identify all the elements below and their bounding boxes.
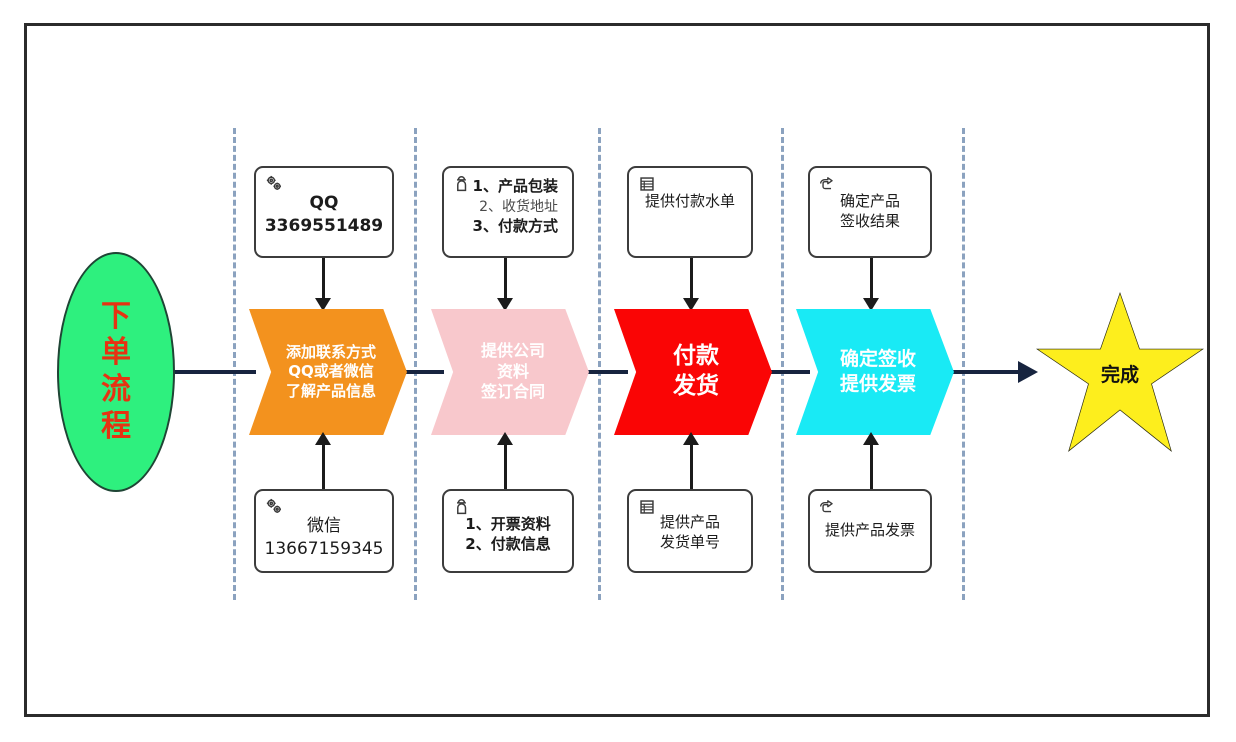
list-icon	[636, 173, 658, 195]
connector-note4bottom-to-chevron4	[870, 444, 873, 490]
arrowhead-note4top	[863, 298, 879, 311]
stage-chevron-2-label: 提供公司 资料 签订合同	[480, 340, 545, 402]
arrowhead-to-end	[1018, 361, 1038, 383]
note-stage2-top: 1、产品包装 2、收货地址 3、付款方式	[442, 166, 574, 258]
note-stage1-top: QQ 3369551489	[254, 166, 394, 258]
connector-note4top-to-chevron4	[870, 258, 873, 302]
note-stage1-bottom-text: 微信 13667159345	[264, 516, 384, 559]
note-stage2-bottom-text: 1、开票资料 2、付款信息	[465, 515, 551, 553]
connector-stage1-to-stage2	[398, 370, 444, 374]
gears-icon	[263, 496, 285, 518]
pointing-hand-icon	[817, 496, 839, 518]
pointing-hand-icon	[817, 173, 839, 195]
connector-stage4-to-end	[944, 370, 1020, 374]
arrowhead-note1bottom	[315, 432, 331, 445]
connector-stage3-to-stage4	[762, 370, 810, 374]
connector-stage2-to-stage3	[580, 370, 628, 374]
connector-start-to-stage1	[166, 370, 256, 374]
note-stage2-top-line3: 3、付款方式	[472, 216, 558, 235]
person-icon	[451, 173, 473, 195]
arrowhead-note2bottom	[497, 432, 513, 445]
end-node-label: 完成	[1100, 364, 1139, 386]
note-stage2-top-line2: 2、收货地址	[479, 198, 558, 215]
note-stage3-top-text: 提供付款水单	[644, 192, 735, 210]
arrowhead-note4bottom	[863, 432, 879, 445]
end-node: 完成	[1036, 292, 1204, 452]
stage-chevron-2[interactable]: 提供公司 资料 签订合同	[431, 309, 589, 435]
connector-note1bottom-to-chevron1	[322, 444, 325, 490]
gears-icon	[263, 173, 285, 195]
lane-divider-1	[233, 128, 236, 600]
arrowhead-note3bottom	[683, 432, 699, 445]
connector-note1top-to-chevron1	[322, 258, 325, 302]
start-node: 下单流程	[57, 252, 175, 492]
note-stage3-bottom: 提供产品 发货单号	[627, 489, 753, 573]
stage-chevron-3-label: 付款 发货	[673, 343, 719, 399]
note-stage2-top-line1: 1、产品包装	[472, 177, 558, 195]
person-icon	[451, 496, 473, 518]
note-stage2-bottom: 1、开票资料 2、付款信息	[442, 489, 574, 573]
arrowhead-note3top	[683, 298, 699, 311]
lane-divider-4	[781, 128, 784, 600]
lane-divider-5	[962, 128, 965, 600]
note-stage4-bottom-text: 提供产品发票	[824, 521, 915, 539]
connector-note3top-to-chevron3	[690, 258, 693, 302]
stage-chevron-4-label: 确定签收 提供发票	[839, 348, 916, 395]
note-stage1-bottom: 微信 13667159345	[254, 489, 394, 573]
stage-chevron-1[interactable]: 添加联系方式 QQ或者微信 了解产品信息	[249, 309, 407, 435]
lane-divider-3	[598, 128, 601, 600]
start-node-label: 下单流程	[101, 298, 131, 444]
connector-note2bottom-to-chevron2	[504, 444, 507, 490]
note-stage4-top-text: 确定产品 签收结果	[839, 192, 900, 230]
connector-note2top-to-chevron2	[504, 258, 507, 302]
stage-chevron-3[interactable]: 付款 发货	[614, 309, 772, 435]
note-stage4-top: 确定产品 签收结果	[808, 166, 932, 258]
lane-divider-2	[414, 128, 417, 600]
arrowhead-note2top	[497, 298, 513, 311]
arrowhead-note1top	[315, 298, 331, 311]
note-stage3-bottom-text: 提供产品 发货单号	[659, 513, 720, 551]
connector-note3bottom-to-chevron3	[690, 444, 693, 490]
note-stage1-top-text: QQ 3369551489	[264, 193, 384, 236]
stage-chevron-4[interactable]: 确定签收 提供发票	[796, 309, 954, 435]
note-stage3-top: 提供付款水单	[627, 166, 753, 258]
list-icon	[636, 496, 658, 518]
stage-chevron-1-label: 添加联系方式 QQ或者微信 了解产品信息	[285, 342, 376, 400]
note-stage4-bottom: 提供产品发票	[808, 489, 932, 573]
